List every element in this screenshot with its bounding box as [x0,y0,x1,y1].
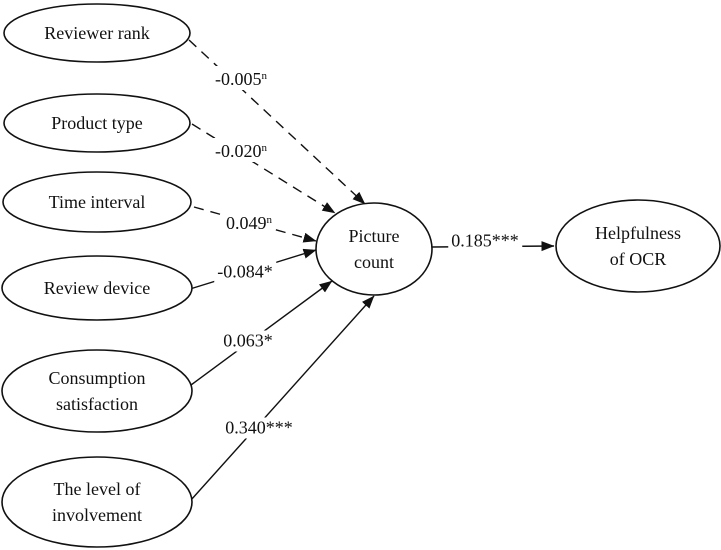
node-ellipse-time-interval [2,171,192,233]
node-ellipse-helpfulness-ocr [555,199,721,293]
node-label-reviewer-rank: Reviewer rank [44,20,149,46]
coefficient-value: -0.084* [217,261,273,282]
node-label-line: Picture [348,226,400,246]
edge-coefficient-time-interval-to-picture-count: 0.049n [223,210,275,234]
node-label-line: involvement [52,505,142,525]
node-ellipse-consumption-satisfaction [1,349,193,433]
edge-coefficient-reviewer-rank-to-picture-count: -0.005n [212,66,270,90]
edge-coefficient-review-device-to-picture-count: -0.084* [214,261,276,283]
node-label-line: satisfaction [56,394,138,414]
node-label-line: The level of [53,479,141,499]
nodes-layer [1,3,721,548]
node-ellipse-reviewer-rank [3,3,191,63]
coefficient-superscript: n [261,142,268,154]
edge-arrow-time-interval-to-picture-count [193,206,317,243]
node-label-level-of-involvement: The level of involvement [52,476,142,528]
coefficient-value: -0.005 [215,69,262,89]
edge-arrow-product-type-to-picture-count [191,123,336,214]
node-label-time-interval: Time interval [49,189,146,215]
node-label-line: of OCR [609,249,667,269]
node-label-line: Helpfulness [595,223,681,243]
coefficient-superscript: n [266,214,273,226]
node-label-picture-count: Picture count [349,223,400,275]
node-label-helpfulness-ocr: Helpfulness of OCR [595,220,681,272]
edge-arrow-reviewer-rank-to-picture-count [188,39,366,205]
node-label-line: count [354,252,394,272]
coefficient-value: 0.340*** [225,417,293,438]
node-label-consumption-satisfaction: Consumption satisfaction [48,365,145,417]
node-ellipse-review-device [1,255,193,321]
coefficient-superscript: n [261,70,268,82]
node-label-line: Product type [51,113,143,133]
edge-arrow-level-of-involvement-to-picture-count [190,295,375,501]
node-ellipse-level-of-involvement [1,456,193,548]
edge-coefficient-level-of-involvement-to-picture-count: 0.340*** [222,417,296,439]
coefficient-value: -0.020 [215,141,262,161]
coefficient-value: 0.063* [223,330,273,351]
coefficient-value: 0.185*** [451,230,519,251]
node-ellipse-product-type [3,93,191,153]
node-label-line: Consumption [48,368,146,388]
edge-coefficient-picture-count-to-helpfulness-ocr: 0.185*** [448,230,522,252]
node-ellipse-picture-count [315,202,433,296]
node-label-line: Time interval [48,192,146,212]
node-label-line: Reviewer rank [44,23,150,43]
node-label-line: Review device [43,278,151,298]
edge-coefficient-product-type-to-picture-count: -0.020n [212,138,270,162]
node-label-review-device: Review device [44,275,150,301]
edge-coefficient-consumption-satisfaction-to-picture-count: 0.063* [220,330,276,352]
coefficient-value: 0.049 [226,213,267,233]
node-label-product-type: Product type [51,110,143,136]
